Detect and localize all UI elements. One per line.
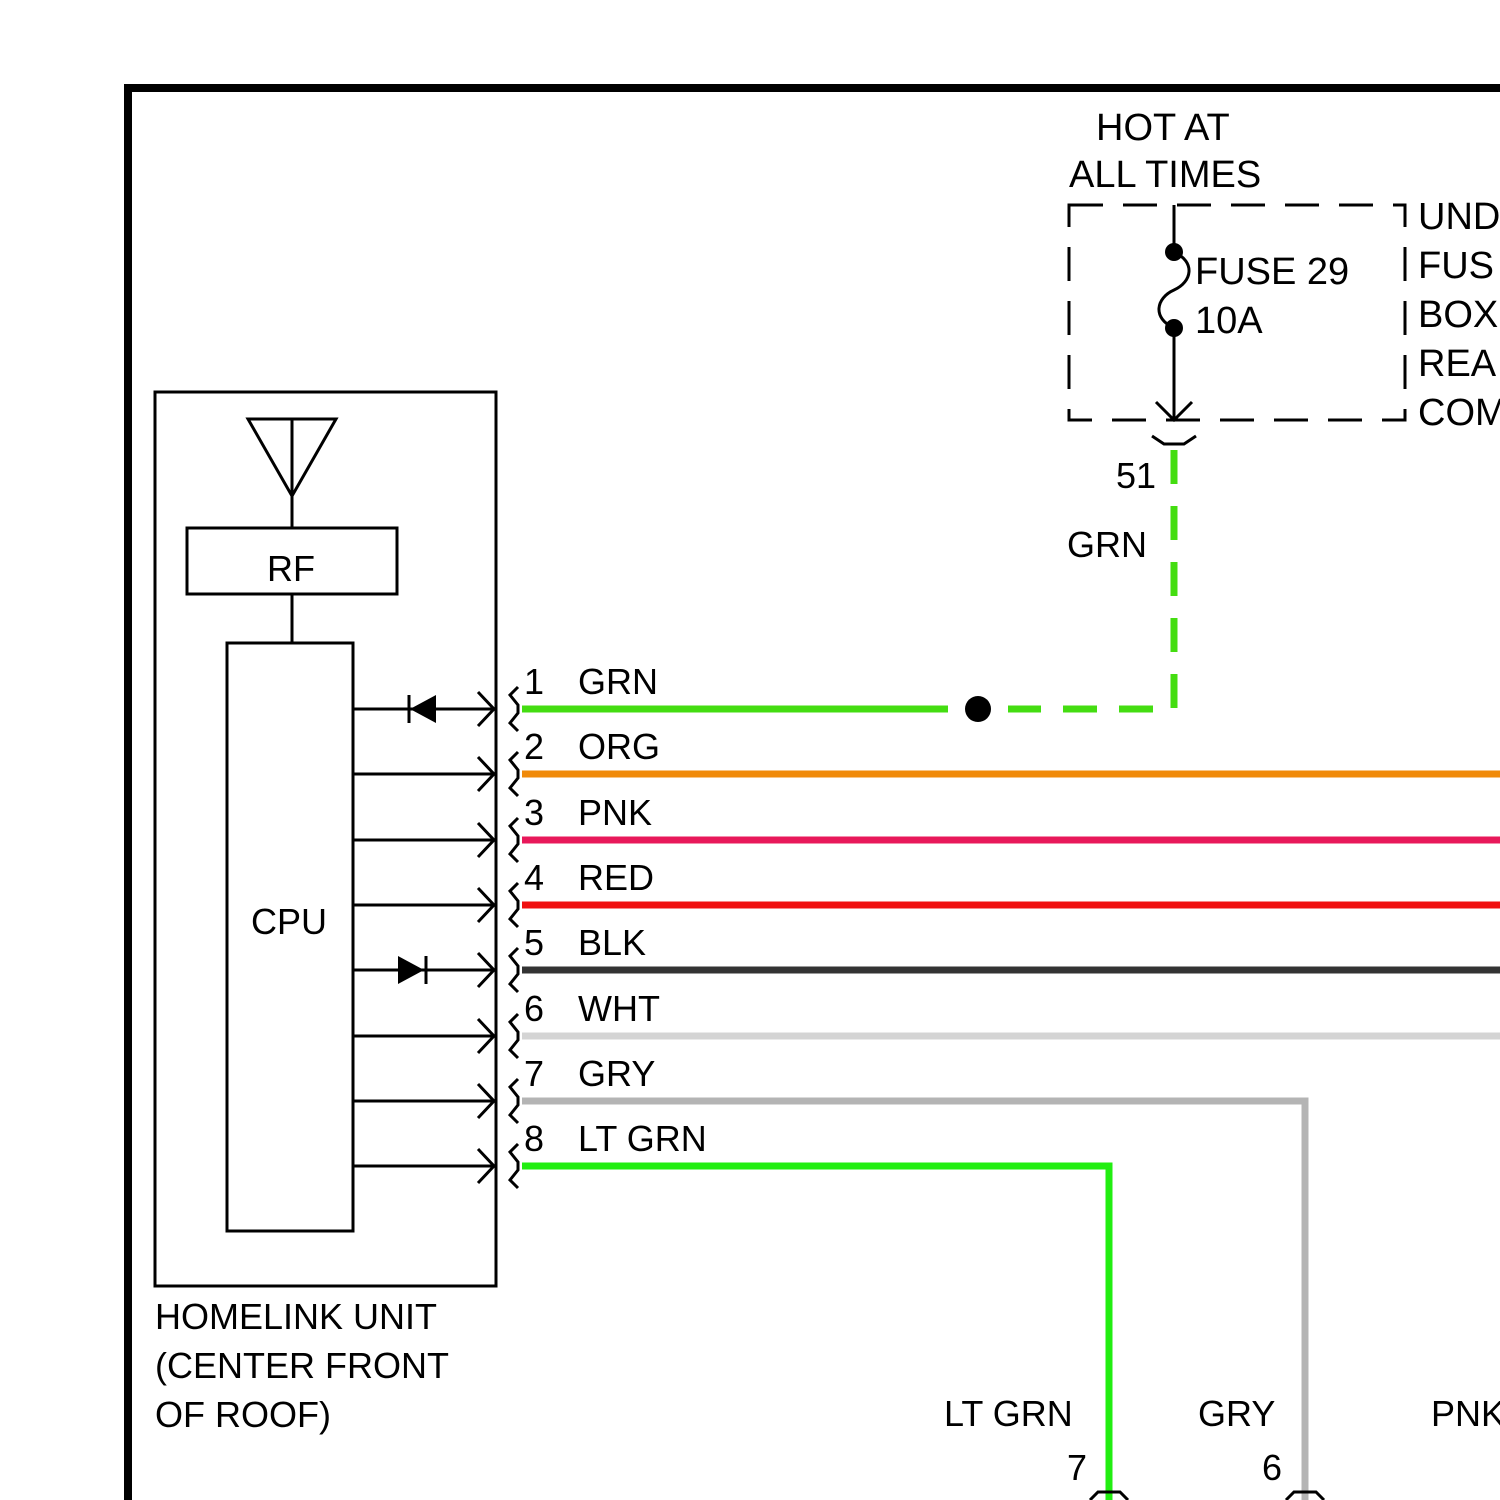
pin-number: 7 [524, 1053, 544, 1094]
pin-number: 2 [524, 726, 544, 767]
homelink-caption-line: OF ROOF) [155, 1394, 331, 1435]
connector-socket-icon [510, 883, 518, 927]
pin-number: 4 [524, 857, 544, 898]
pin-number: 3 [524, 792, 544, 833]
pin-number: 8 [524, 1118, 544, 1159]
bottom-pin-number: 7 [1067, 1447, 1087, 1488]
fuse-box-label-line: UND [1418, 196, 1500, 238]
wire-color-label: LT GRN [578, 1118, 707, 1159]
all-times-label: ALL TIMES [1069, 154, 1261, 196]
wire-color-label: GRN [578, 661, 658, 702]
diode-icon [398, 956, 424, 984]
wire-color-label: BLK [578, 922, 646, 963]
wire-color-label: ORG [578, 726, 660, 767]
hot-at-label: HOT AT [1096, 107, 1230, 149]
wire-color-label: WHT [578, 988, 660, 1029]
connector-socket-icon [510, 1079, 518, 1123]
homelink-unit: RF CPU HOMELINK UNIT (CENTER FRONT OF RO… [155, 392, 496, 1435]
diode-icon [410, 695, 436, 723]
fuse-icon [1159, 252, 1189, 328]
wire-color-label: PNK [578, 792, 652, 833]
bottom-wire-label: PNK [1431, 1393, 1500, 1434]
connector-socket-icon [510, 687, 518, 731]
wire-gry [522, 1101, 1305, 1500]
connector-cup-icon [1152, 436, 1196, 444]
feed-wire-color: GRN [1067, 524, 1147, 565]
fuse-box-label-line: FUS [1418, 245, 1494, 287]
bottom-wire-label: GRY [1198, 1393, 1275, 1434]
connector-socket-icon [510, 818, 518, 862]
connector-socket-icon [510, 1014, 518, 1058]
terminal-number: 51 [1116, 455, 1156, 496]
fuse-box: HOT AT ALL TIMES FUSE 29 10A UND FUS BOX… [1067, 107, 1500, 565]
wire-lt-grn [522, 1166, 1109, 1500]
bottom-wire-label: LT GRN [944, 1393, 1073, 1434]
connector-socket-icon [510, 948, 518, 992]
connector-socket-icon [510, 752, 518, 796]
connector-socket-icon [510, 1144, 518, 1188]
wire-color-label: RED [578, 857, 654, 898]
diagram-frame [128, 88, 1500, 1500]
homelink-caption-line: HOMELINK UNIT [155, 1296, 437, 1337]
cpu-label: CPU [251, 901, 327, 942]
antenna-icon [248, 419, 336, 528]
fuse-name: FUSE 29 [1195, 251, 1349, 293]
splice-dot [965, 696, 991, 722]
wire-color-label: GRY [578, 1053, 655, 1094]
pin-number: 6 [524, 988, 544, 1029]
rf-label: RF [267, 548, 315, 589]
fuse-box-label-line: BOX [1418, 294, 1498, 336]
fuse-box-label-line: REA [1418, 343, 1497, 385]
bottom-connectors: LT GRN 7 GRY 6 PNK [944, 1393, 1500, 1500]
fuse-rating: 10A [1195, 300, 1263, 342]
fuse-box-label-line: COM [1418, 392, 1500, 434]
homelink-caption-line: (CENTER FRONT [155, 1345, 449, 1386]
pin-number: 1 [524, 661, 544, 702]
bottom-pin-number: 6 [1262, 1447, 1282, 1488]
pin-number: 5 [524, 922, 544, 963]
